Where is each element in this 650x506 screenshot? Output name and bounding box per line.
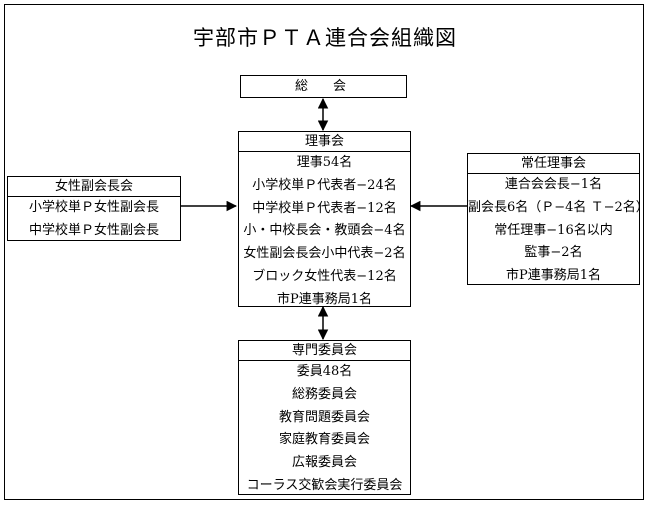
rijikai-item: 小・中校長会・教頭会−4名 xyxy=(243,223,406,239)
josei-box: 女性副会長会 小学校単Ｐ女性副会長 中学校単Ｐ女性副会長 xyxy=(7,176,181,241)
josei-list: 小学校単Ｐ女性副会長 中学校単Ｐ女性副会長 xyxy=(8,197,180,243)
rijikai-item: ブロック女性代表−12名 xyxy=(252,268,397,284)
senmon-item: コーラス交歓会実行委員会 xyxy=(246,477,403,493)
rijikai-item: 中学校単Ｐ代表者−12名 xyxy=(252,200,397,216)
senmon-item: 家庭教育委員会 xyxy=(278,432,370,448)
jonin-item: 常任理事−16名以内 xyxy=(494,222,613,238)
rijikai-item: 市P連事務局1名 xyxy=(276,291,373,307)
rijikai-list: 理事54名 小学校単Ｐ代表者−24名 中学校単Ｐ代表者−12名 小・中校長会・教… xyxy=(239,152,410,312)
rijikai-box: 理事会 理事54名 小学校単Ｐ代表者−24名 中学校単Ｐ代表者−12名 小・中校… xyxy=(238,131,411,307)
jonin-label: 常任理事会 xyxy=(468,154,639,174)
josei-label: 女性副会長会 xyxy=(8,177,180,197)
rijikai-item: 理事54名 xyxy=(296,155,353,170)
jonin-item: 市P連事務局1名 xyxy=(505,268,602,284)
senmon-item: 教育問題委員会 xyxy=(278,409,370,425)
senmon-item: 委員48名 xyxy=(296,364,353,379)
rijikai-label: 理事会 xyxy=(239,132,410,152)
jonin-item: 連合会会長−1名 xyxy=(504,177,603,192)
jonin-list: 連合会会長−1名 副会長6名（Ｐ−4名 Ｔ−2名） 常任理事−16名以内 監事−… xyxy=(468,174,649,288)
rijikai-item: 女性副会長会小中代表−2名 xyxy=(243,246,406,262)
soukai-label: 総 会 xyxy=(294,79,352,94)
josei-item: 中学校単Ｐ女性副会長 xyxy=(28,222,159,238)
senmon-box: 専門委員会 委員48名 総務委員会 教育問題委員会 家庭教育委員会 広報委員会 … xyxy=(238,340,411,495)
senmon-item: 広報委員会 xyxy=(291,455,357,471)
rijikai-item: 小学校単Ｐ代表者−24名 xyxy=(252,177,397,193)
jonin-item: 副会長6名（Ｐ−4名 Ｔ−2名） xyxy=(468,199,649,215)
josei-item: 小学校単Ｐ女性副会長 xyxy=(28,200,159,215)
jonin-box: 常任理事会 連合会会長−1名 副会長6名（Ｐ−4名 Ｔ−2名） 常任理事−16名… xyxy=(467,153,649,288)
senmon-list: 委員48名 総務委員会 教育問題委員会 家庭教育委員会 広報委員会 コーラス交歓… xyxy=(239,361,410,498)
soukai-box: 総 会 xyxy=(240,75,407,98)
senmon-item: 総務委員会 xyxy=(291,386,357,402)
jonin-item: 監事−2名 xyxy=(524,245,583,261)
senmon-label: 専門委員会 xyxy=(239,341,410,361)
diagram-frame xyxy=(4,4,644,500)
diagram-title: 宇部市ＰＴＡ連合会組織図 xyxy=(193,26,457,50)
